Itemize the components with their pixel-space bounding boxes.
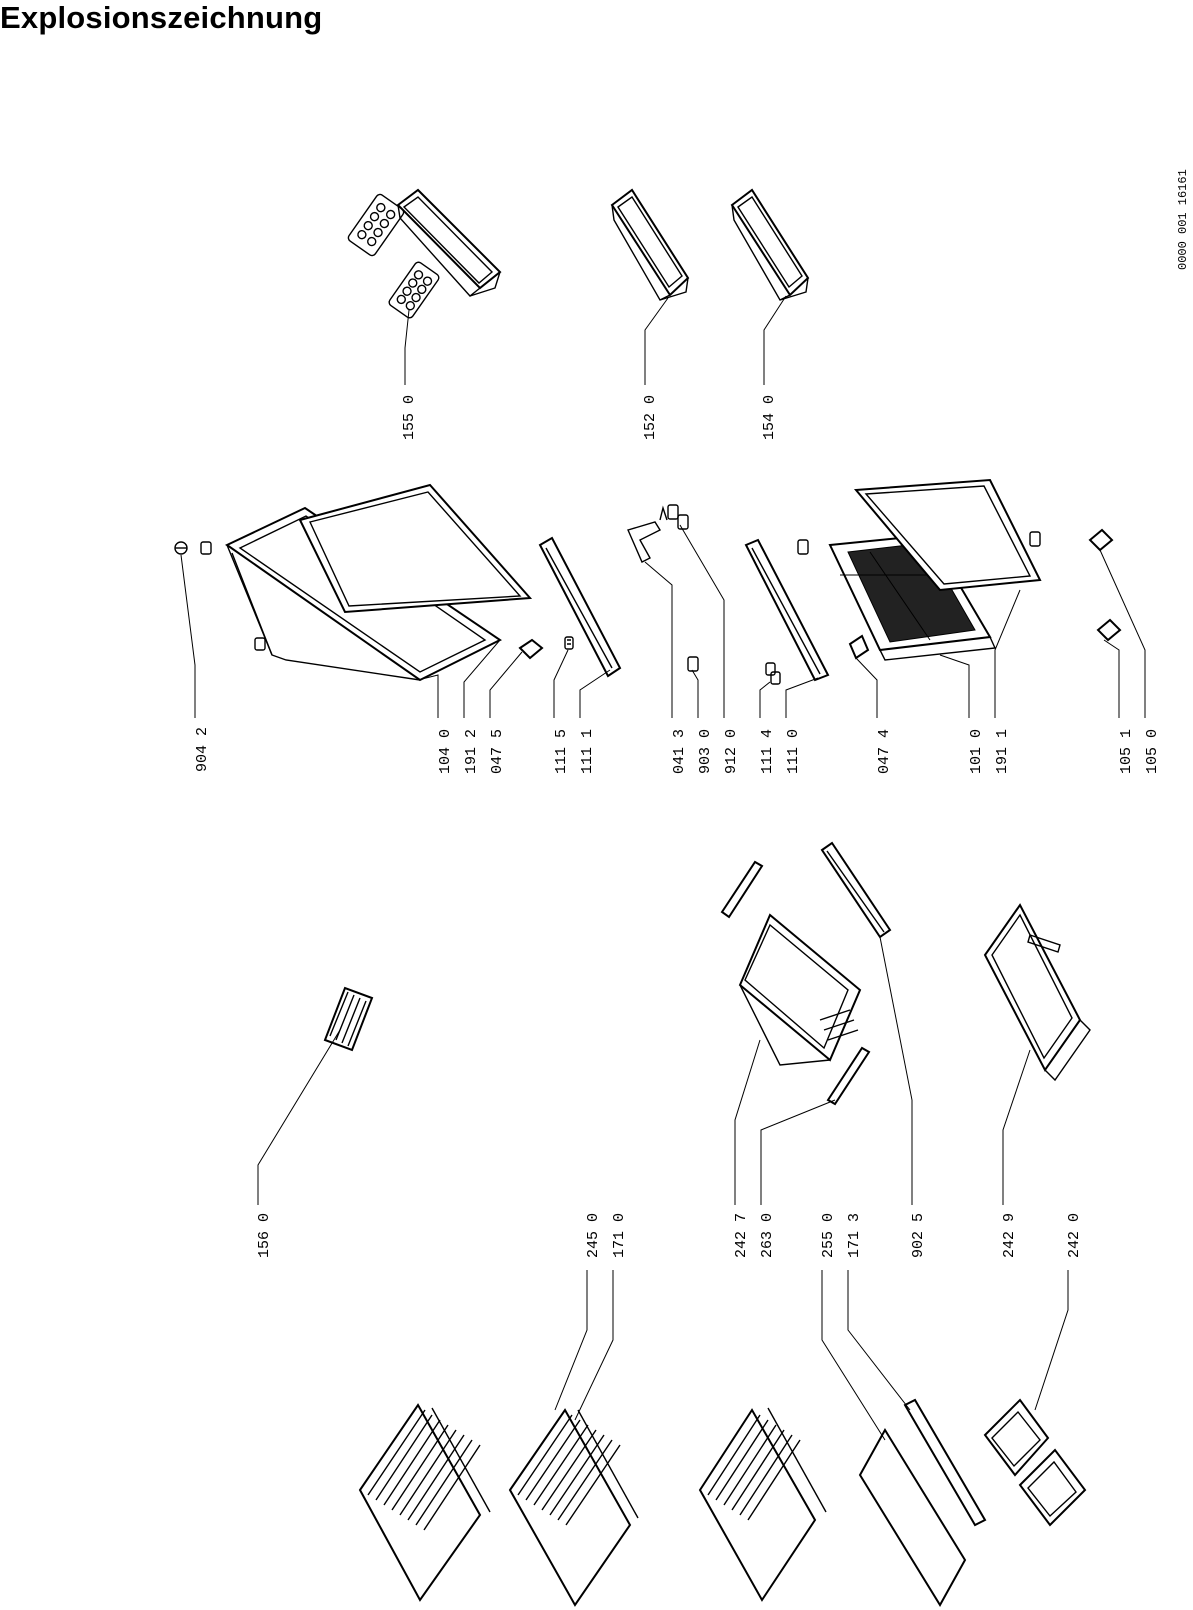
label-155-0: 155 0 [401,395,418,440]
label-111-1: 111 1 [579,729,596,774]
label-047-5: 047 5 [489,729,506,774]
label-903-0: 903 0 [697,729,714,774]
strip-111-1 [538,536,622,678]
glass-shelf-255-0 [858,1398,987,1607]
drawers-242-0 [983,1398,1087,1527]
label-245-0: 245 0 [585,1213,602,1258]
bolts-903-912 [667,504,699,672]
label-111-0: 111 0 [785,729,802,774]
drawer-242-9 [983,903,1091,1082]
leaders-top [404,295,787,385]
spacer-111-5 [564,636,574,650]
drawing-number: 0000 001 16161 [1176,169,1190,270]
door-101-0 [828,533,997,661]
shelf-grid-3 [698,1407,827,1602]
part-labels: 904 2 104 0 191 2 047 5 111 5 111 1 041 … [194,395,1161,1258]
label-171-0: 171 0 [611,1213,628,1258]
label-242-9: 242 9 [1001,1213,1018,1258]
label-904-2: 904 2 [194,727,211,772]
door-gasket-191-2 [298,483,533,614]
label-101-0: 101 0 [968,729,985,774]
door-bin-152-0 [610,188,690,301]
shelf-grid-245-0 [508,1408,639,1607]
strip-902-5 [820,841,892,939]
label-154-0: 154 0 [761,395,778,440]
hinge-cover-047-5 [518,638,544,660]
rail-263-0 [720,860,871,1106]
hinge-cover-047-4 [848,634,870,660]
leaders-middle [180,524,1146,718]
label-047-4: 047 4 [876,729,893,774]
label-912-0: 912 0 [723,729,740,774]
page-title: Explosionszeichnung [0,0,323,35]
label-255-0: 255 0 [820,1213,837,1258]
bottle-rack-156-0 [323,986,374,1052]
crisper-242-7 [738,913,862,1066]
label-105-1: 105 1 [1118,729,1135,774]
label-242-7: 242 7 [733,1213,750,1258]
leaders-lower [257,936,1069,1441]
label-191-2: 191 2 [463,729,480,774]
label-263-0: 263 0 [759,1213,776,1258]
label-105-0: 105 0 [1144,729,1161,774]
hinge-041-3 [627,505,668,563]
shelf-grid-1 [358,1403,491,1602]
door-bin-154-0 [730,188,810,301]
label-041-3: 041 3 [671,729,688,774]
label-902-5: 902 5 [910,1213,927,1258]
screws-lower-door [797,531,1041,555]
door-gasket-191-1 [853,478,1042,592]
label-152-0: 152 0 [642,395,659,440]
label-111-4: 111 4 [759,729,776,774]
strip-111-0 [744,538,830,682]
label-242-0: 242 0 [1066,1213,1083,1258]
label-111-5: 111 5 [553,729,570,774]
label-156-0: 156 0 [256,1213,273,1258]
label-171-3: 171 3 [846,1213,863,1258]
egg-trays-155-0 [347,193,440,319]
caps-105 [1088,528,1122,642]
label-104-0: 104 0 [437,729,454,774]
door-bin-top [396,188,502,297]
spacer-111-4 [765,662,781,685]
label-191-1: 191 1 [994,729,1011,774]
